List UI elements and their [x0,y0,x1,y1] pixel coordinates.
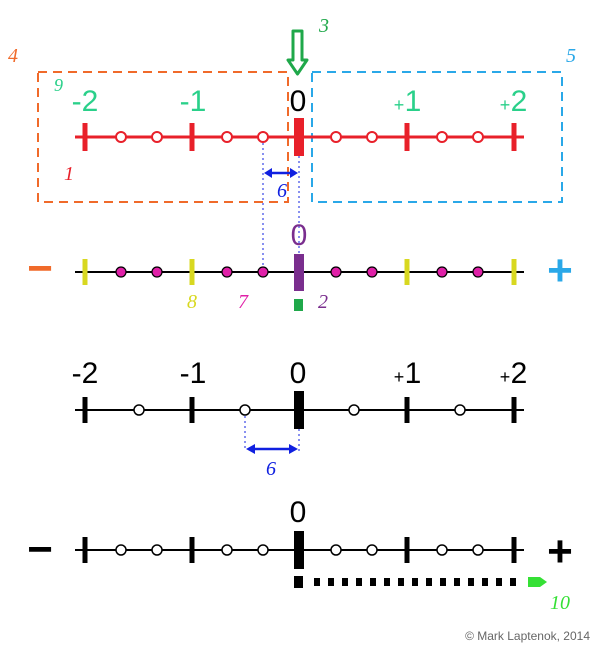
line3-label-zero: 0 [290,357,307,390]
line2-point [366,266,378,278]
line1-label-minus2: -2 [72,85,99,118]
line3-point [239,404,251,416]
line3-plus-prefix-2: + [500,367,511,387]
line4-point [221,544,233,556]
callout-8: 8 [187,291,197,313]
line4-point [257,544,269,556]
ray-origin-block [294,576,303,588]
line1-point [257,131,269,143]
origin-green-marker [294,299,303,311]
line1-point [436,131,448,143]
callout-3: 3 [318,15,329,37]
zero-pointer-arrow-icon [286,29,309,76]
line4-point [366,544,378,556]
callout-9: 9 [54,75,63,95]
line4-point [115,544,127,556]
line1-plus-prefix-1: + [394,95,405,115]
line4-point [436,544,448,556]
line2-point [257,266,269,278]
callout-6-top: 6 [277,180,287,202]
line1-point [472,131,484,143]
ray-arrow-head-icon [528,577,547,587]
line3-label-minus1: -1 [180,357,207,390]
line2-minus-sign: − [27,244,53,293]
line4-point [151,544,163,556]
line3-label-plus1: 1 [405,357,422,390]
copyright-text: © Mark Laptenok, 2014 [465,629,590,643]
line4-point [330,544,342,556]
line2-label-zero: 0 [291,219,308,252]
line1-half-points [115,131,484,143]
callout-10: 10 [550,592,570,614]
distance-arrow-1 [264,168,298,178]
line3-half-points [133,404,466,416]
line2-point [330,266,342,278]
callout-2: 2 [318,291,328,313]
line3-tick-zero [294,391,304,429]
callout-1: 1 [64,163,74,185]
line2-point [221,266,233,278]
line2-plus-sign: + [547,246,573,295]
line3-point [133,404,145,416]
line1-plus-prefix-2: + [500,95,511,115]
line3-label-minus2: -2 [72,357,99,390]
line4-point [472,544,484,556]
distance-arrow-2 [246,444,298,454]
line2-point [436,266,448,278]
line1-point [151,131,163,143]
line4-tick-zero [294,531,304,569]
line1-point [221,131,233,143]
line2-tick-zero [294,254,304,291]
callout-4: 4 [8,45,18,67]
line3-point [454,404,466,416]
line2-point [115,266,127,278]
line1-label-zero: 0 [290,85,307,118]
line1-point [115,131,127,143]
line4-label-zero: 0 [290,496,307,529]
callout-7: 7 [238,291,249,313]
callout-6-bottom: 6 [266,458,276,480]
line4-plus-sign: + [547,527,573,576]
line3-point [348,404,360,416]
line1-point [330,131,342,143]
line1-label-plus2: 2 [511,85,528,118]
line2-point [151,266,163,278]
line1-tick-zero [294,118,304,156]
line3-plus-prefix-1: + [394,367,405,387]
line2-point [472,266,484,278]
line4-half-points [115,544,484,556]
line3-label-plus2: 2 [511,357,528,390]
line1-label-plus1: 1 [405,85,422,118]
line4-minus-sign: − [27,525,53,574]
line2-half-points [115,266,484,278]
line1-point [366,131,378,143]
line1-label-minus1: -1 [180,85,207,118]
callout-5: 5 [566,45,576,67]
